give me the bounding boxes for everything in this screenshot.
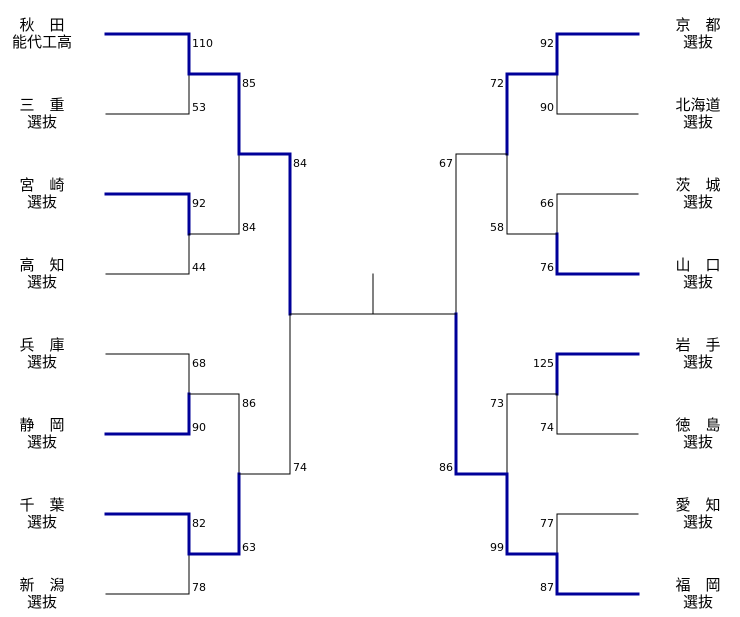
score-right-r3-2: 86 bbox=[439, 461, 453, 474]
team-left-5-name: 兵 庫 bbox=[19, 336, 65, 354]
score-left-r2-1: 85 bbox=[242, 77, 256, 90]
team-right-5-sub: 選抜 bbox=[682, 353, 713, 371]
score-right-r1-4: 76 bbox=[540, 261, 554, 274]
team-left-8-sub: 選抜 bbox=[26, 593, 57, 611]
score-right-r1-3: 66 bbox=[540, 197, 554, 210]
score-right-r1-8: 87 bbox=[540, 581, 554, 594]
score-left-r1-8: 78 bbox=[192, 581, 206, 594]
team-left-3: 宮 崎 選抜 bbox=[0, 177, 84, 211]
score-right-r2-2: 58 bbox=[490, 221, 504, 234]
team-right-1: 京 都 選抜 bbox=[656, 17, 740, 51]
team-left-3-sub: 選抜 bbox=[26, 193, 57, 211]
team-right-1-name: 京 都 bbox=[675, 16, 721, 34]
score-right-r2-1: 72 bbox=[490, 77, 504, 90]
team-left-7-sub: 選抜 bbox=[26, 513, 57, 531]
score-right-r1-6: 74 bbox=[540, 421, 554, 434]
team-left-2: 三 重 選抜 bbox=[0, 97, 84, 131]
team-left-4: 高 知 選抜 bbox=[0, 257, 84, 291]
score-right-r2-3: 73 bbox=[490, 397, 504, 410]
score-left-r1-5: 68 bbox=[192, 357, 206, 370]
score-left-r3-1: 84 bbox=[293, 157, 307, 170]
team-left-7: 千 葉 選抜 bbox=[0, 497, 84, 531]
team-right-2-sub: 選抜 bbox=[682, 113, 713, 131]
team-left-5-sub: 選抜 bbox=[26, 353, 57, 371]
team-left-6: 静 岡 選抜 bbox=[0, 417, 84, 451]
team-right-3-sub: 選抜 bbox=[682, 193, 713, 211]
score-left-r1-4: 44 bbox=[192, 261, 206, 274]
team-left-1: 秋 田 能代工高 bbox=[0, 17, 84, 51]
team-left-8: 新 潟 選抜 bbox=[0, 577, 84, 611]
team-left-1-name: 秋 田 bbox=[19, 16, 65, 34]
score-right-r3-1: 67 bbox=[439, 157, 453, 170]
team-right-5: 岩 手 選抜 bbox=[656, 337, 740, 371]
team-left-6-sub: 選抜 bbox=[26, 433, 57, 451]
team-right-2: 北海道 選抜 bbox=[656, 97, 740, 131]
score-left-r1-7: 82 bbox=[192, 517, 206, 530]
team-left-3-name: 宮 崎 bbox=[19, 176, 65, 194]
score-right-r1-5: 125 bbox=[533, 357, 554, 370]
score-left-r2-3: 86 bbox=[242, 397, 256, 410]
score-left-r1-6: 90 bbox=[192, 421, 206, 434]
score-left-r2-4: 63 bbox=[242, 541, 256, 554]
team-left-6-name: 静 岡 bbox=[19, 416, 65, 434]
score-left-r1-1: 110 bbox=[192, 37, 213, 50]
team-right-8: 福 岡 選抜 bbox=[656, 577, 740, 611]
team-left-7-name: 千 葉 bbox=[19, 496, 65, 514]
team-right-7-name: 愛 知 bbox=[675, 496, 721, 514]
team-left-2-sub: 選抜 bbox=[26, 113, 57, 131]
team-right-3: 茨 城 選抜 bbox=[656, 177, 740, 211]
team-left-2-name: 三 重 bbox=[19, 96, 65, 114]
team-left-5: 兵 庫 選抜 bbox=[0, 337, 84, 371]
team-right-4: 山 口 選抜 bbox=[656, 257, 740, 291]
score-left-r3-2: 74 bbox=[293, 461, 307, 474]
score-left-r1-2: 53 bbox=[192, 101, 206, 114]
team-right-6-name: 徳 島 bbox=[675, 416, 721, 434]
team-right-6: 徳 島 選抜 bbox=[656, 417, 740, 451]
score-right-r2-4: 99 bbox=[490, 541, 504, 554]
score-right-r1-2: 90 bbox=[540, 101, 554, 114]
score-right-r1-7: 77 bbox=[540, 517, 554, 530]
score-left-r1-3: 92 bbox=[192, 197, 206, 210]
team-left-4-sub: 選抜 bbox=[26, 273, 57, 291]
team-left-8-name: 新 潟 bbox=[19, 576, 65, 594]
team-right-7: 愛 知 選抜 bbox=[656, 497, 740, 531]
score-right-r1-1: 92 bbox=[540, 37, 554, 50]
team-right-3-name: 茨 城 bbox=[675, 176, 721, 194]
team-left-4-name: 高 知 bbox=[19, 256, 65, 274]
team-right-2-name: 北海道 bbox=[675, 96, 721, 114]
team-right-6-sub: 選抜 bbox=[682, 433, 713, 451]
team-right-8-name: 福 岡 bbox=[675, 576, 721, 594]
team-right-4-sub: 選抜 bbox=[682, 273, 713, 291]
team-left-1-sub: 能代工高 bbox=[11, 33, 72, 51]
score-left-r2-2: 84 bbox=[242, 221, 256, 234]
team-right-1-sub: 選抜 bbox=[682, 33, 713, 51]
team-right-8-sub: 選抜 bbox=[682, 593, 713, 611]
team-right-5-name: 岩 手 bbox=[675, 336, 721, 354]
team-right-4-name: 山 口 bbox=[675, 256, 721, 274]
team-right-7-sub: 選抜 bbox=[682, 513, 713, 531]
